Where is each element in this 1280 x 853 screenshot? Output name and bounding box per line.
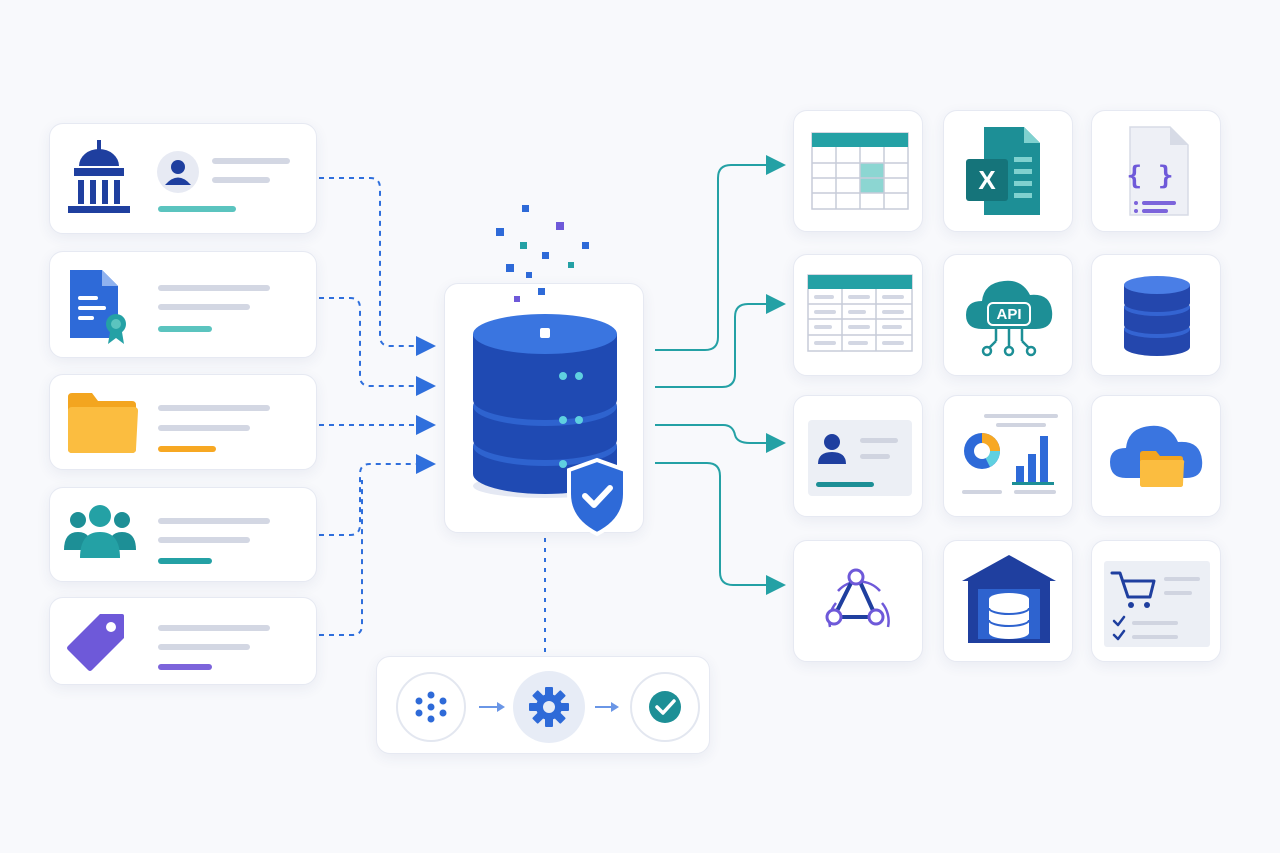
output-connector	[655, 294, 786, 388]
text-placeholder	[212, 158, 290, 164]
source-card-tag[interactable]	[49, 597, 317, 685]
source-connector	[319, 454, 436, 536]
profile-card-icon	[808, 420, 912, 496]
data-warehouse-icon	[962, 555, 1056, 643]
source-card-document[interactable]	[49, 251, 317, 358]
excel-letter: X	[978, 165, 996, 195]
output-connector	[655, 155, 786, 351]
source-card-government[interactable]	[49, 123, 317, 234]
output-tile-excel[interactable]: X	[943, 110, 1073, 232]
output-tile-data-grid[interactable]	[793, 254, 923, 376]
excel-file-icon	[966, 127, 1040, 215]
output-tile-api[interactable]: API	[943, 254, 1073, 376]
arrow-right-icon	[479, 702, 505, 712]
output-connector	[655, 462, 786, 595]
dots-grid-icon	[396, 672, 466, 742]
output-tile-commerce[interactable]	[1091, 540, 1221, 662]
json-braces-label: { }	[1126, 161, 1174, 191]
cloud-folder-icon	[1110, 425, 1203, 487]
analytics-chart-icon	[962, 414, 1058, 494]
output-tile-table[interactable]	[793, 110, 923, 232]
certified-document-icon	[70, 270, 126, 344]
output-tile-profile[interactable]	[793, 395, 923, 517]
accent-bar	[158, 206, 236, 212]
processing-pipeline-card[interactable]	[376, 656, 710, 754]
text-placeholder	[158, 425, 250, 431]
text-placeholder	[212, 177, 270, 183]
user-avatar-icon	[157, 151, 199, 193]
text-placeholder	[158, 537, 250, 543]
government-building-icon	[68, 140, 130, 213]
output-tile-warehouse[interactable]	[943, 540, 1073, 662]
text-placeholder	[158, 625, 270, 631]
text-placeholder	[158, 518, 270, 524]
central-database-card[interactable]	[444, 283, 644, 537]
api-label: API	[996, 306, 1022, 323]
shield-check-icon	[567, 457, 627, 537]
accent-bar	[158, 326, 212, 332]
check-circle-icon	[630, 672, 700, 742]
folder-icon	[68, 393, 138, 453]
arrow-right-icon	[595, 702, 619, 712]
text-placeholder	[158, 304, 250, 310]
source-connector	[319, 177, 436, 356]
source-card-folder[interactable]	[49, 374, 317, 470]
source-card-team[interactable]	[49, 487, 317, 582]
json-file-icon	[1129, 126, 1189, 216]
output-tile-cloud-folder[interactable]	[1091, 395, 1221, 517]
api-cloud-icon	[966, 280, 1053, 357]
output-tile-database[interactable]	[1091, 254, 1221, 376]
accent-bar	[158, 558, 212, 564]
output-tile-graph[interactable]	[793, 540, 923, 662]
accent-bar	[158, 446, 216, 452]
table-icon	[811, 132, 909, 210]
shopping-cart-checklist-icon	[1104, 561, 1210, 647]
source-connector	[319, 480, 363, 636]
output-connector	[655, 424, 786, 453]
gear-icon	[513, 671, 585, 743]
graph-network-icon	[825, 568, 890, 628]
tag-icon	[67, 614, 124, 671]
database-icon	[1124, 276, 1190, 356]
text-placeholder	[158, 285, 270, 291]
source-connector	[319, 297, 436, 396]
text-placeholder	[158, 644, 250, 650]
output-tile-json[interactable]: { }	[1091, 110, 1221, 232]
accent-bar	[158, 664, 212, 670]
text-placeholder	[158, 405, 270, 411]
data-grid-icon	[807, 274, 913, 352]
user-group-icon	[64, 505, 136, 558]
output-tile-analytics[interactable]	[943, 395, 1073, 517]
